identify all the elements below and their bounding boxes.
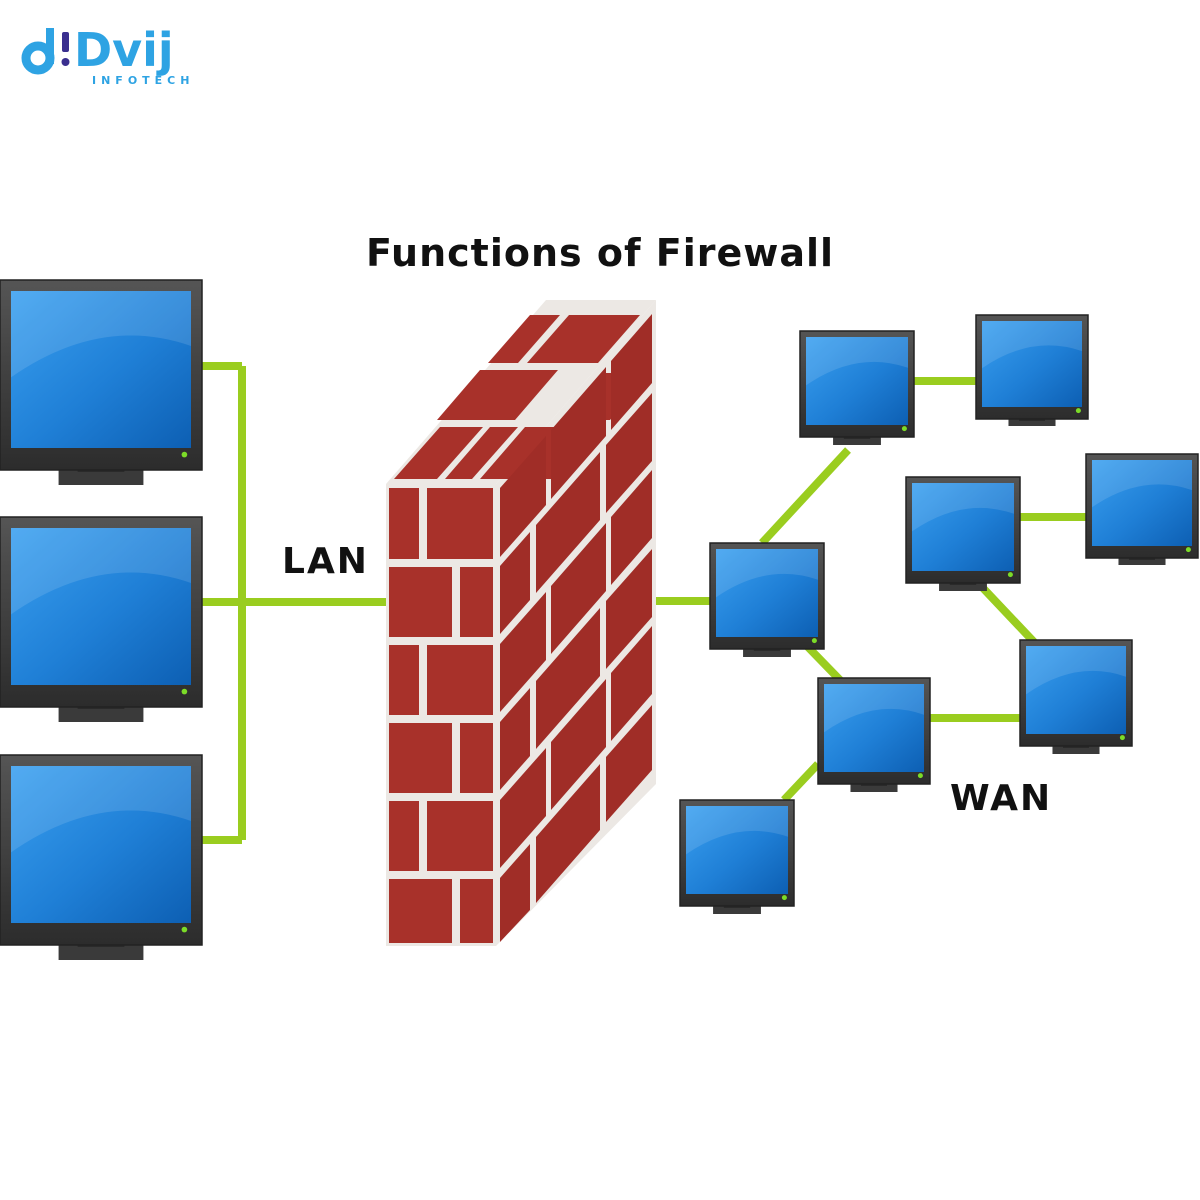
lan-computer-2-screen [11, 528, 191, 685]
side-bricks [500, 314, 652, 942]
brand-logo: Dvij INFOTECH [21, 23, 194, 87]
wan-computer-3 [905, 476, 1021, 591]
wan-computer-2-screen [982, 321, 1082, 407]
wan-computer-1-screen [806, 337, 908, 425]
wan-computer-8 [679, 799, 795, 914]
lan-computer-1-screen [11, 291, 191, 448]
lan-computer-1 [0, 279, 203, 485]
lan-cables [200, 362, 386, 844]
wan-computer-3-screen [912, 483, 1014, 571]
wan-computer-7-screen [824, 684, 924, 772]
front-bricks [389, 488, 493, 943]
lan-computer-3-screen [11, 766, 191, 923]
firewall-wall [386, 300, 656, 946]
wan-computer-7 [817, 677, 931, 792]
wan-computer-5 [709, 542, 825, 657]
wan-computer-2 [975, 314, 1089, 426]
lan-label: LAN [282, 541, 369, 582]
wan-label: WAN [950, 778, 1052, 819]
lan-computer-2 [0, 516, 203, 722]
diagram-title: Functions of Firewall [366, 231, 834, 275]
wan-computer-4 [1085, 453, 1199, 565]
logo-mark-icon [21, 28, 70, 75]
wan-computer-8-screen [686, 806, 788, 894]
logo-tagline: INFOTECH [92, 74, 194, 87]
wan-computer-4-screen [1092, 460, 1192, 546]
computers-layer [0, 279, 1199, 960]
lan-computer-3 [0, 754, 203, 960]
wan-computer-6 [1019, 639, 1133, 754]
logo-brand-text: Dvij [74, 23, 174, 77]
wan-computer-6-screen [1026, 646, 1126, 734]
wan-computer-5-screen [716, 549, 818, 637]
wan-computer-1 [799, 330, 915, 445]
